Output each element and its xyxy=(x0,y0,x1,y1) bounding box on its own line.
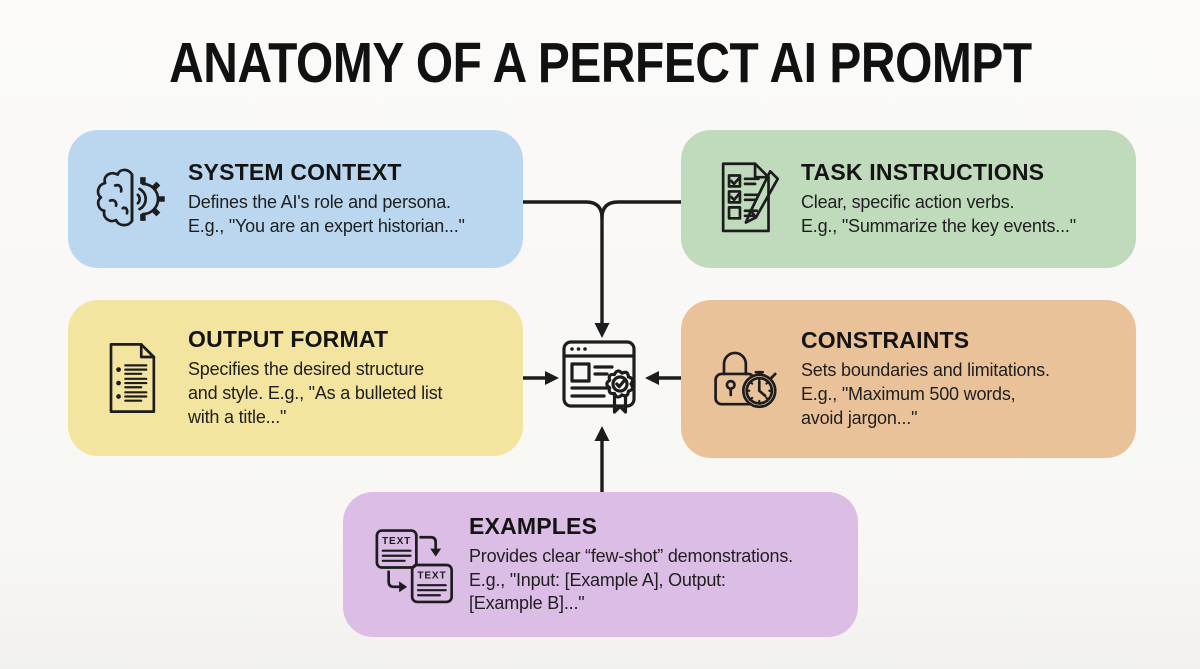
card-body: Specifies the desired structure and styl… xyxy=(188,359,443,427)
brain-gear-icon xyxy=(96,168,165,227)
text-label: TEXT xyxy=(382,536,411,547)
checklist-pencil-icon xyxy=(721,162,780,233)
arrowhead-up-icon xyxy=(594,426,610,441)
arrow-task-instructions-to-center xyxy=(600,200,683,220)
card-heading: CONSTRAINTS xyxy=(801,327,970,354)
page-title: ANATOMY OF A PERFECT AI PROMPT xyxy=(168,31,1032,95)
card-examples: TEXT TEXT EXAMPLES Provides clear “few-s… xyxy=(343,492,858,637)
text-label: TEXT xyxy=(417,570,446,581)
lock-stopwatch-icon xyxy=(714,351,777,409)
arrow-system-context-to-center xyxy=(521,200,604,326)
document-list-icon xyxy=(109,343,156,413)
text-transform-icon: TEXT TEXT xyxy=(375,528,453,603)
card-body: Provides clear “few-shot” demonstrations… xyxy=(469,545,793,614)
card-system-context: SYSTEM CONTEXT Defines the AI's role and… xyxy=(68,130,523,268)
card-constraints: CONSTRAINTS Sets boundaries and limitati… xyxy=(681,300,1136,458)
card-heading: TASK INSTRUCTIONS xyxy=(801,159,1045,186)
card-task-instructions: TASK INSTRUCTIONS Clear, specific action… xyxy=(681,130,1136,268)
card-heading: SYSTEM CONTEXT xyxy=(188,159,402,186)
card-heading: EXAMPLES xyxy=(469,512,598,539)
prompt-window-badge-icon xyxy=(552,336,652,428)
card-body: Clear, specific action verbs. E.g., "Sum… xyxy=(801,192,1076,236)
card-body: Defines the AI's role and persona. E.g.,… xyxy=(188,192,465,236)
card-body: Sets boundaries and limitations. E.g., "… xyxy=(801,360,1050,428)
card-output-format: OUTPUT FORMAT Specifies the desired stru… xyxy=(68,300,523,456)
card-heading: OUTPUT FORMAT xyxy=(188,326,389,353)
